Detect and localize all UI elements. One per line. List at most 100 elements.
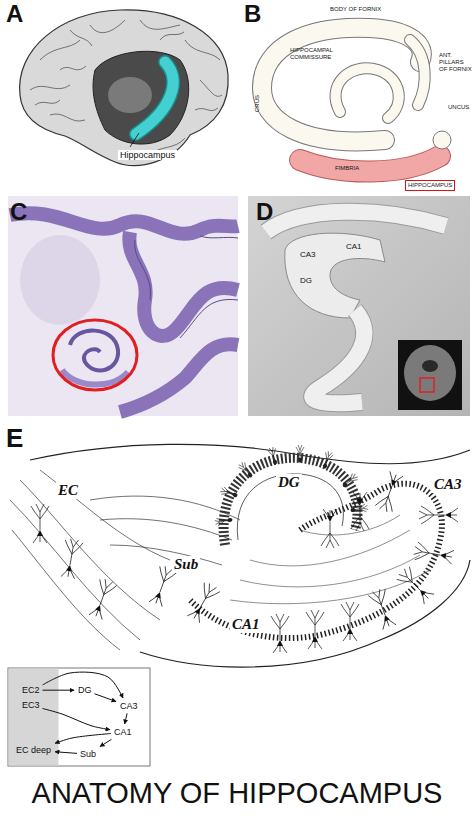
deep-nuclei: [20, 235, 100, 325]
pyramidal-neuron: [413, 542, 455, 566]
pillar-tube: [410, 40, 425, 105]
sulcus-line: [135, 236, 238, 338]
fornix-tube: [262, 28, 422, 142]
structure-label: CRUS: [254, 95, 261, 112]
pillar-tube: [410, 40, 425, 105]
region-label: CA1: [230, 616, 262, 633]
dentate-gyrus: [237, 474, 343, 540]
cortex-band: [10, 213, 238, 234]
panel-letter: C: [10, 198, 27, 226]
region-label: EC: [56, 482, 80, 499]
hippocampus-band: [300, 156, 440, 172]
node-text: EC3: [22, 700, 40, 710]
mri-brain: [404, 345, 456, 401]
structure-label: ANT. PILLARS OF FORNIX: [439, 52, 472, 73]
pyramidal-neuron: [375, 471, 405, 514]
structure-label: HIPPOCAMPAL COMMISSURE: [290, 47, 336, 61]
tail-model: [312, 310, 364, 403]
pyramidal-neuron: [419, 506, 458, 524]
pyramidal-neuron: [186, 581, 221, 624]
cutaway-region: [93, 51, 189, 144]
granule-cell: [237, 461, 254, 480]
inset-frame: [8, 668, 150, 766]
region-label: CA3: [300, 250, 316, 259]
node-text: DG: [78, 685, 92, 695]
circuit-node: EC deep: [14, 744, 53, 756]
node-text: CA1: [114, 727, 132, 737]
panel-letter: B: [244, 0, 261, 28]
circuit-node: Sub: [78, 748, 98, 760]
pyramidal-neuron: [368, 587, 398, 630]
pathway-arrow: [43, 708, 110, 729]
circuit-inset: [8, 668, 150, 766]
region-label: CA1: [346, 242, 362, 251]
section-ground: [8, 196, 238, 416]
hippocampus-section: [70, 331, 118, 371]
node-text: EC deep: [16, 745, 51, 755]
inner-curl: [335, 68, 398, 118]
highlight-circle: [53, 320, 137, 390]
figure-title: ANATOMY OF HIPPOCAMPUS: [0, 777, 474, 810]
structure-label: BODY OF FORNIX: [330, 6, 381, 13]
fornix-tube: [262, 28, 422, 142]
paper-model: [248, 196, 470, 416]
deep-structure: [108, 77, 152, 113]
node-text: CA3: [120, 701, 138, 711]
granule-cell: [220, 486, 239, 500]
pathway-arrow: [95, 694, 117, 702]
circuit-node: CA3: [118, 700, 140, 712]
pathway-arrow: [100, 739, 111, 746]
brain-drawing: [20, 10, 229, 166]
structure-label: FIMBRIA: [335, 165, 359, 172]
region-label: DG: [300, 276, 312, 285]
granule-cell: [350, 503, 369, 514]
granule-cell: [215, 516, 234, 527]
panel-letter: A: [6, 0, 23, 28]
outer-boundary: [140, 560, 470, 667]
pyramidal-neuron: [341, 602, 359, 641]
node-text: Sub: [80, 749, 96, 759]
photo-ground: [248, 196, 470, 416]
uncus-knob: [433, 131, 451, 149]
pathway-arrow: [43, 690, 74, 691]
mri-ventricle: [422, 360, 438, 372]
pyramidal-layer: [190, 484, 442, 638]
dentate-gyrus: [224, 458, 358, 545]
hippocampus-shape: [136, 62, 173, 134]
circuit-node: EC2: [20, 684, 42, 696]
mri-marker: [420, 378, 434, 392]
pyramidal-neuron: [31, 504, 49, 543]
pyramidal-neuron: [87, 577, 117, 620]
pathway-arrow: [125, 713, 127, 724]
hippocampus-section: [62, 370, 128, 385]
pyramidal-neuron: [395, 565, 435, 605]
cortex-band: [129, 232, 238, 336]
inner-curl: [335, 68, 398, 118]
node-text: HIPPOCAMPUS: [408, 182, 452, 189]
pyramidal-neuron: [271, 614, 289, 653]
outer-boundary: [30, 444, 470, 463]
structure-label: Hippocampus: [118, 150, 177, 160]
pyramidal-neuron: [321, 509, 339, 548]
granule-cell: [267, 446, 279, 465]
panel-letter: E: [6, 424, 23, 454]
granule-cell: [320, 451, 334, 470]
region-label: Sub: [172, 556, 200, 573]
panel-letter: D: [256, 198, 273, 226]
node-text: EC2: [22, 685, 40, 695]
tail-model: [312, 310, 364, 403]
pathway-arrow: [55, 734, 111, 744]
ec-shading: [9, 669, 59, 766]
nissl-section: [8, 196, 238, 416]
pathway-arrow: [55, 752, 77, 754]
structure-label: UNCUS: [448, 104, 469, 111]
histology-drawing: [10, 444, 470, 667]
fornix-model: [266, 212, 446, 232]
pyramidal-neuron: [59, 538, 83, 580]
granule-cell: [296, 445, 304, 463]
circuit-node: DG: [76, 684, 94, 696]
hippocampus-model: [285, 233, 385, 318]
